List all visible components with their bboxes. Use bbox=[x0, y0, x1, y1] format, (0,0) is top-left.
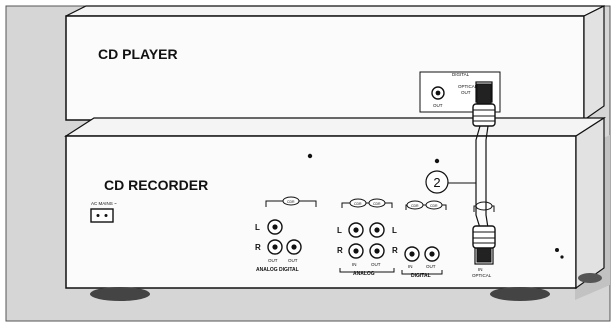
recorder-top bbox=[63, 117, 607, 137]
player-label: CD PLAYER bbox=[98, 46, 178, 62]
cdr-cap-label: CDR bbox=[287, 200, 295, 204]
digital-in-jack[interactable] bbox=[404, 246, 420, 262]
analog-in-right-jack[interactable] bbox=[348, 243, 364, 259]
screw-2 bbox=[434, 158, 440, 164]
mains-socket[interactable] bbox=[90, 208, 114, 223]
analog-in-left-jack[interactable] bbox=[348, 222, 364, 238]
analog-out-label: OUT bbox=[371, 262, 381, 267]
coax-out-jack[interactable] bbox=[431, 86, 445, 100]
analog-bottom-bracket bbox=[339, 268, 395, 273]
cable-plug-top bbox=[476, 83, 492, 107]
cdr-bottom-label: ANALOG DIGITAL bbox=[256, 267, 299, 273]
digital-bottom-label: DIGITAL bbox=[411, 273, 431, 279]
recorder-foot-left bbox=[90, 287, 150, 301]
screw-3 bbox=[555, 248, 559, 252]
optical-in-label-2: OPTICAL bbox=[472, 273, 492, 278]
callout-number: 2 bbox=[433, 175, 440, 190]
recorder-foot-rear bbox=[578, 273, 602, 283]
digital-cap-2-label: CDR bbox=[430, 204, 438, 208]
recorder-label: CD RECORDER bbox=[104, 177, 208, 193]
cdr-channel-right: R bbox=[255, 243, 261, 252]
digital-cap-2 bbox=[425, 200, 443, 210]
analog-cap-1-label: CDR bbox=[354, 202, 362, 206]
analog-out-left-jack[interactable] bbox=[369, 222, 385, 238]
callout-2: 2 bbox=[425, 170, 476, 194]
coax-out-label: OUT bbox=[433, 103, 443, 108]
analog-channel-right-2: R bbox=[392, 246, 398, 255]
screw-1 bbox=[307, 153, 313, 159]
digital-cap-1-label: CDR bbox=[411, 204, 419, 208]
cdr-out-label-2: OUT bbox=[288, 258, 298, 263]
cd-player: CD PLAYER DIGITAL OUT OPTICAL OUT bbox=[65, 5, 605, 132]
analog-cap-2 bbox=[368, 198, 386, 208]
player-side bbox=[583, 5, 605, 122]
optical-cable[interactable] bbox=[472, 83, 496, 263]
optical-in-cap bbox=[475, 201, 493, 211]
digital-in-label: IN bbox=[408, 264, 413, 269]
digital-bottom-bracket bbox=[401, 270, 443, 275]
analog-cap-1 bbox=[349, 198, 367, 208]
analog-bottom-label: ANALOG bbox=[353, 271, 375, 277]
analog-channel-left-2: L bbox=[392, 226, 397, 235]
analog-channel-left-1: L bbox=[337, 226, 342, 235]
analog-channel-right-1: R bbox=[337, 246, 343, 255]
recorder-side bbox=[575, 116, 605, 290]
cdr-jack-left[interactable] bbox=[267, 219, 283, 235]
cable-boot-bottom bbox=[472, 225, 496, 249]
analog-in-label: IN bbox=[352, 262, 357, 267]
cable-boot-top bbox=[472, 103, 496, 127]
digital-cap-1 bbox=[406, 200, 424, 210]
screw-4 bbox=[560, 255, 564, 259]
analog-bracket bbox=[341, 202, 393, 208]
optical-out-label-2: OUT bbox=[461, 90, 471, 95]
cd-recorder: CD RECORDER AC MAINS ~ CDR L R OUT OUT A… bbox=[63, 116, 607, 301]
analog-out-right-jack[interactable] bbox=[369, 243, 385, 259]
digital-out-jack[interactable] bbox=[424, 246, 440, 262]
optical-out-label-1: OPTICAL bbox=[458, 84, 478, 89]
analog-cap-2-label: CDR bbox=[373, 202, 381, 206]
cdr-jack-right-digital[interactable] bbox=[286, 239, 302, 255]
cdr-cap bbox=[282, 196, 300, 206]
cdr-jack-right-analog[interactable] bbox=[267, 239, 283, 255]
recorder-front bbox=[65, 135, 577, 289]
recorder-foot-right bbox=[490, 287, 550, 301]
digital-out-label: OUT bbox=[426, 264, 436, 269]
cable-plug-bottom bbox=[476, 247, 492, 263]
cdr-channel-left: L bbox=[255, 223, 260, 232]
player-digital-header: DIGITAL bbox=[452, 72, 470, 77]
player-front bbox=[65, 15, 585, 121]
cdr-out-label-1: OUT bbox=[268, 258, 278, 263]
mains-label: AC MAINS ~ bbox=[91, 201, 117, 206]
player-top bbox=[65, 5, 605, 17]
optical-in-label-1: IN bbox=[478, 267, 483, 272]
